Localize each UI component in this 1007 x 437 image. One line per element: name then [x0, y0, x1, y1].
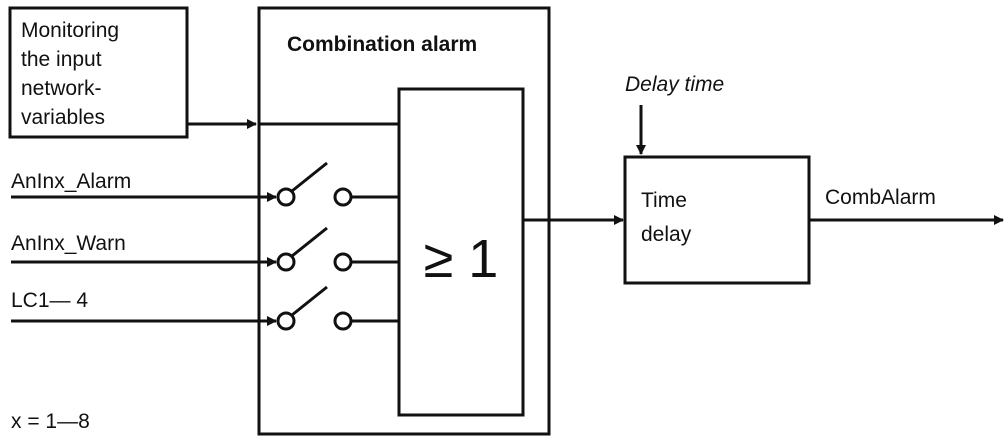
delay-time-label: Delay time [625, 73, 724, 96]
time-delay-line-1: Time [641, 189, 687, 212]
combination-alarm-box: Combination alarm [257, 6, 551, 436]
monitor-box-line-3: network- [21, 77, 102, 100]
output-label: CombAlarm [825, 186, 936, 209]
switch-contact-right [333, 187, 353, 207]
input-row-lc: LC1— 4 [11, 285, 399, 331]
input-label-alarm: AnInx_Alarm [11, 170, 131, 193]
switch-contact-left [276, 252, 296, 272]
input-label-warn: AnInx_Warn [11, 232, 126, 255]
or-gate: ≥ 1 [397, 87, 525, 417]
switch-contact-left [276, 187, 296, 207]
switch-contact-left [276, 311, 296, 331]
switch-contact-right [333, 311, 353, 331]
monitor-box-line-2: the input [21, 48, 102, 71]
input-row-alarm: AnInx_Alarm [11, 161, 399, 207]
input-label-lc: LC1— 4 [11, 289, 88, 312]
or-gate-label: ≥ 1 [424, 229, 499, 289]
time-delay-line-2: delay [641, 223, 692, 246]
time-delay-box: Time delay [623, 155, 811, 285]
input-row-warn: AnInx_Warn [11, 226, 399, 272]
footnote: x = 1—8 [11, 410, 90, 433]
combination-alarm-title: Combination alarm [287, 33, 477, 56]
monitor-box-line-4: variables [21, 106, 105, 129]
switch-contact-right [333, 252, 353, 272]
monitor-box-line-1: Monitoring [21, 19, 119, 42]
monitor-box: Monitoring the input network- variables [8, 6, 189, 139]
